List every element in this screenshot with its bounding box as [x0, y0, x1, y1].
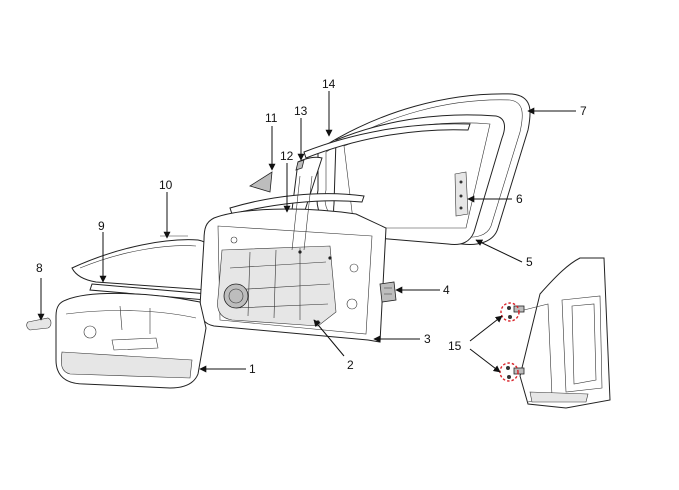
leader-lines [37, 91, 576, 373]
part-door-latch [379, 281, 397, 303]
callout-labels: 1 2 3 4 5 6 7 8 9 10 11 12 13 14 15 [36, 77, 587, 376]
callout-5: 5 [526, 255, 533, 269]
callout-1: 1 [249, 362, 256, 376]
callout-14: 14 [322, 77, 336, 91]
callout-13: 13 [294, 104, 308, 118]
callout-6: 6 [516, 192, 523, 206]
callout-7: 7 [580, 104, 587, 118]
callout-10: 10 [159, 178, 173, 192]
callout-8: 8 [36, 261, 43, 275]
callout-9: 9 [98, 219, 105, 233]
inset-door-hinge-view [513, 257, 611, 409]
part-upper-molding [303, 123, 471, 159]
callout-3: 3 [424, 332, 431, 346]
part-delta-cover [249, 171, 273, 193]
part-door-glass [71, 235, 213, 291]
bolt-highlight-upper [500, 302, 520, 322]
callout-2: 2 [347, 358, 354, 372]
callout-12: 12 [280, 149, 294, 163]
callout-11: 11 [265, 111, 278, 125]
callout-4: 4 [443, 283, 450, 297]
part-regulator-module [217, 175, 337, 327]
part-mirror-cover [26, 317, 52, 331]
part-channel [454, 171, 469, 217]
callout-15: 15 [448, 339, 462, 353]
part-belt-molding-outer [229, 193, 365, 215]
part-door-trim-panel [55, 292, 207, 389]
